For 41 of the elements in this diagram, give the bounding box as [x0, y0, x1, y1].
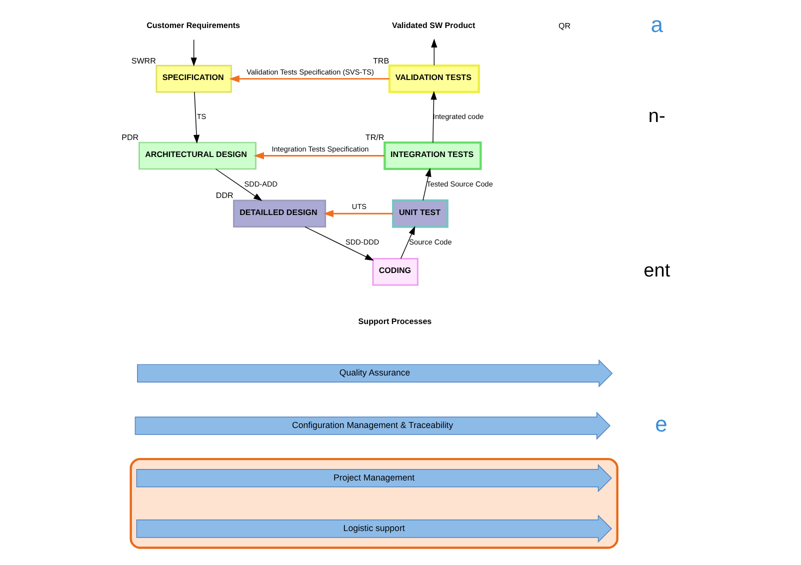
arrow: [400, 226, 415, 259]
edge-label: Integrated code: [432, 112, 484, 122]
edge-label: UTS: [351, 202, 366, 212]
node-box: CODING: [372, 258, 418, 286]
edge-label: Integration Tests Specification: [271, 144, 368, 154]
node-box: SPECIFICATION: [155, 64, 232, 93]
node-box: INTEGRATION TESTS: [383, 141, 482, 170]
edge-label: SDD-DDD: [344, 237, 379, 246]
label: a: [650, 12, 662, 37]
node-box: ARCHITECTURAL DESIGN: [138, 142, 256, 170]
edge-label: TS: [196, 112, 206, 122]
node-box: UNIT TEST: [392, 199, 448, 228]
node-label: PDR: [121, 133, 138, 142]
arrow: [214, 168, 262, 202]
edge-label: Tested Source Code: [426, 180, 492, 189]
arrow: [422, 168, 431, 201]
cluster: [129, 458, 618, 549]
node-label: TRB: [372, 56, 389, 66]
label: n-: [648, 106, 665, 127]
node-text: Validated SW Product: [392, 20, 475, 30]
node-label: SWRR: [130, 56, 156, 66]
arrow: [228, 75, 389, 82]
edge-label: SDD-ADD: [244, 180, 278, 189]
arrow: [322, 210, 393, 218]
arrow: [190, 39, 196, 66]
node-box: VALIDATION TESTS: [388, 64, 480, 94]
label: QR: [558, 21, 570, 30]
arrow: [253, 152, 384, 160]
label: Support Processes: [358, 317, 432, 326]
node-box: DETAILLED DESIGN: [232, 200, 326, 228]
arrow: [192, 92, 200, 144]
edge-label: Validation Tests Specification (SVS-TS): [246, 67, 374, 76]
node-label: DDR: [215, 191, 233, 200]
edge-label: Source Code: [408, 237, 452, 246]
node-label: TR/R: [364, 133, 384, 142]
arrow: [304, 226, 374, 261]
node-text: Customer Requirements: [146, 20, 240, 30]
arrow: [430, 90, 436, 143]
arrow: [430, 38, 437, 66]
label: e: [654, 411, 667, 436]
label: ent: [643, 260, 670, 282]
